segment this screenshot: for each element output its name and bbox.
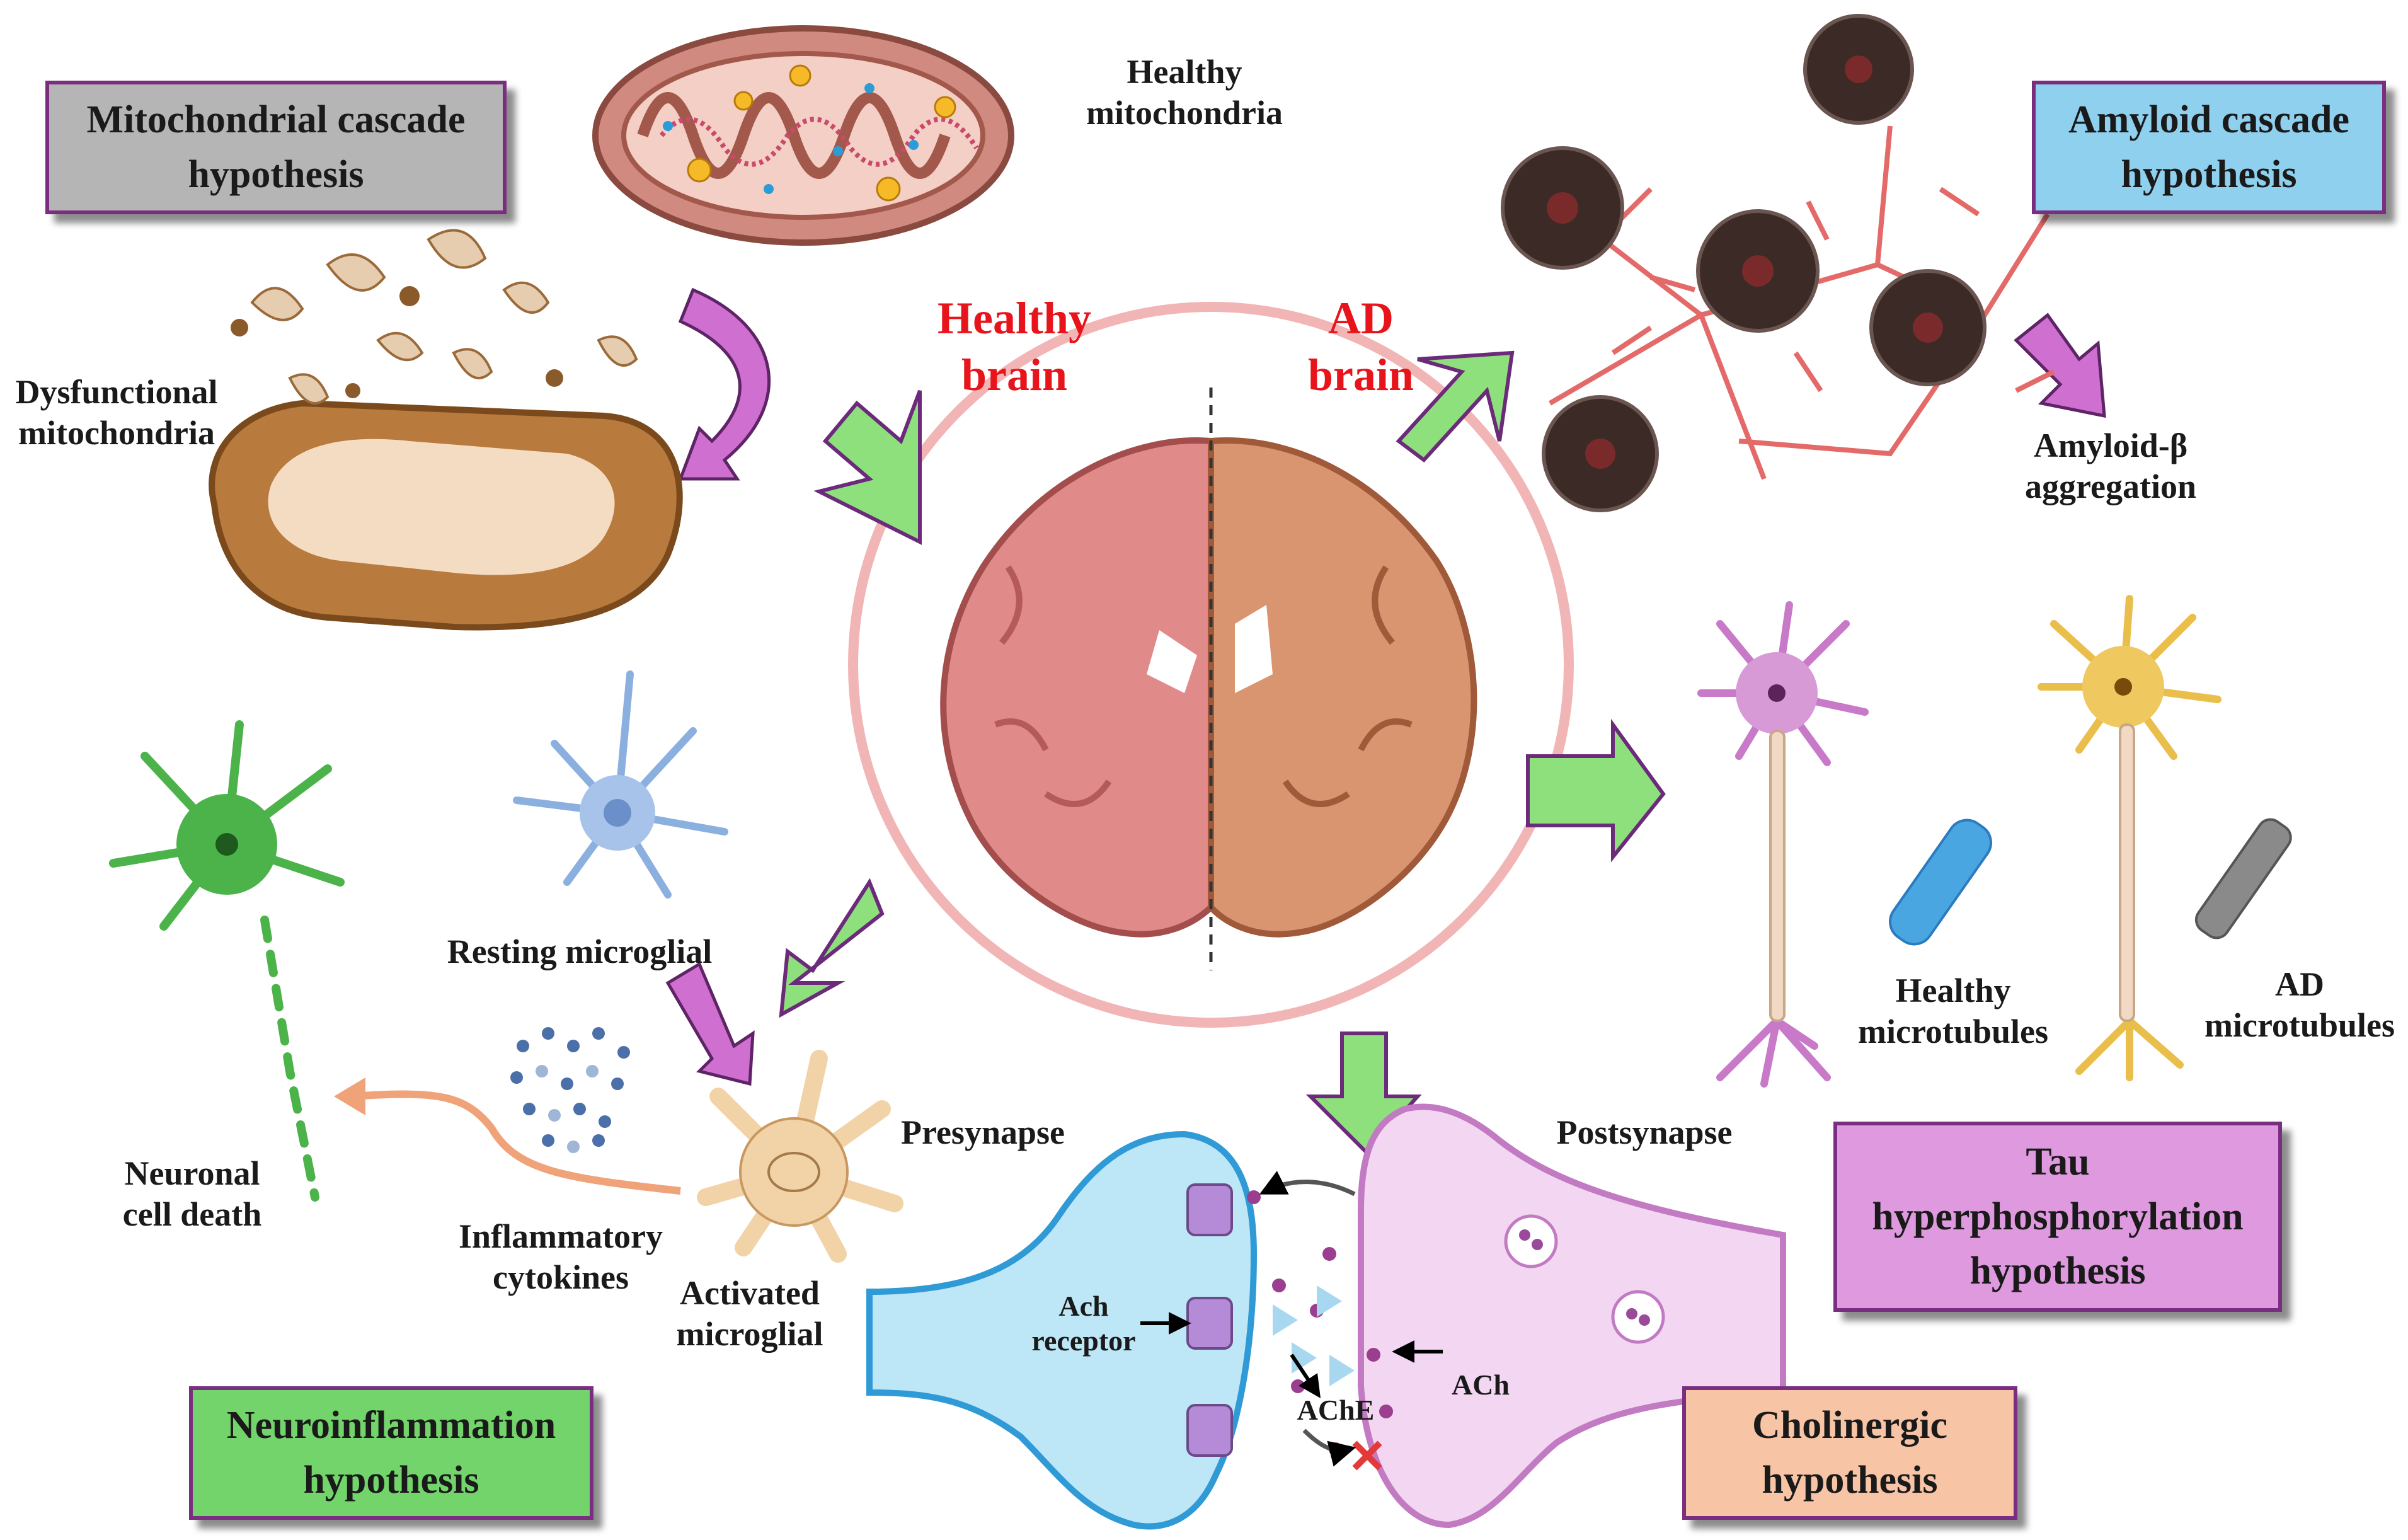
healthy-microtubules-label: Healthy microtubules xyxy=(1857,972,2048,1050)
ach-receptor-label: Ach receptor xyxy=(1031,1290,1136,1357)
synapse-illustration xyxy=(866,1103,1786,1530)
activated-microglia-illustration xyxy=(697,1050,903,1263)
cytokine-to-death-arrow xyxy=(352,1090,681,1195)
tau-hypothesis-box: Tau hyperphosphorylation hypothesis xyxy=(1833,1122,2282,1312)
purple-arrows xyxy=(665,287,2106,1086)
neuroinflammation-hypothesis-box: Neuroinflammation hypothesis xyxy=(189,1386,593,1520)
amyloid-aggregation-label: Amyloid-β aggregation xyxy=(2025,427,2196,505)
presynapse-label: Presynapse xyxy=(900,1113,1065,1151)
ache-label: AChE xyxy=(1297,1394,1375,1426)
healthy-brain-title: Healthy brain xyxy=(937,293,1091,400)
healthy-mitochondria-label: Healthy mitochondria xyxy=(1086,53,1283,132)
mitochondrial-hypothesis-box: Mitochondrial cascade hypothesis xyxy=(45,81,507,214)
cytokines-illustration xyxy=(510,1027,630,1153)
ad-brain-title: AD brain xyxy=(1307,293,1414,400)
healthy-neuron-illustration xyxy=(1697,601,1992,1088)
ad-neuron-illustration xyxy=(2038,595,2292,1081)
dysfunctional-mitochondria-label: Dysfunctional mitochondria xyxy=(15,373,218,452)
green-arrows xyxy=(779,350,1666,1156)
brain-section xyxy=(848,302,1574,1028)
amyloid-hypothesis-box: Amyloid cascade hypothesis xyxy=(2032,81,2386,214)
ach-label: ACh xyxy=(1451,1369,1510,1401)
blocked-icon xyxy=(1352,1440,1382,1471)
resting-microglia-illustration xyxy=(513,670,728,899)
postsynapse-label: Postsynapse xyxy=(1556,1113,1733,1151)
inflammatory-cytokines-label: Inflammatory cytokines xyxy=(459,1217,663,1296)
ad-microtubules-label: AD microtubules xyxy=(2204,965,2395,1044)
dysfunctional-mitochondria-illustration xyxy=(209,229,683,631)
healthy-mitochondria-illustration xyxy=(592,25,1014,246)
dying-neuron-illustration xyxy=(109,720,345,1202)
neuronal-cell-death-label: Neuronal cell death xyxy=(122,1154,262,1233)
cholinergic-hypothesis-box: Cholinergic hypothesis xyxy=(1682,1386,2017,1520)
activated-microglial-label: Activated microglial xyxy=(676,1274,823,1353)
resting-microglial-label: Resting microglial xyxy=(447,933,713,970)
amyloid-plaques-illustration xyxy=(1501,14,2055,512)
